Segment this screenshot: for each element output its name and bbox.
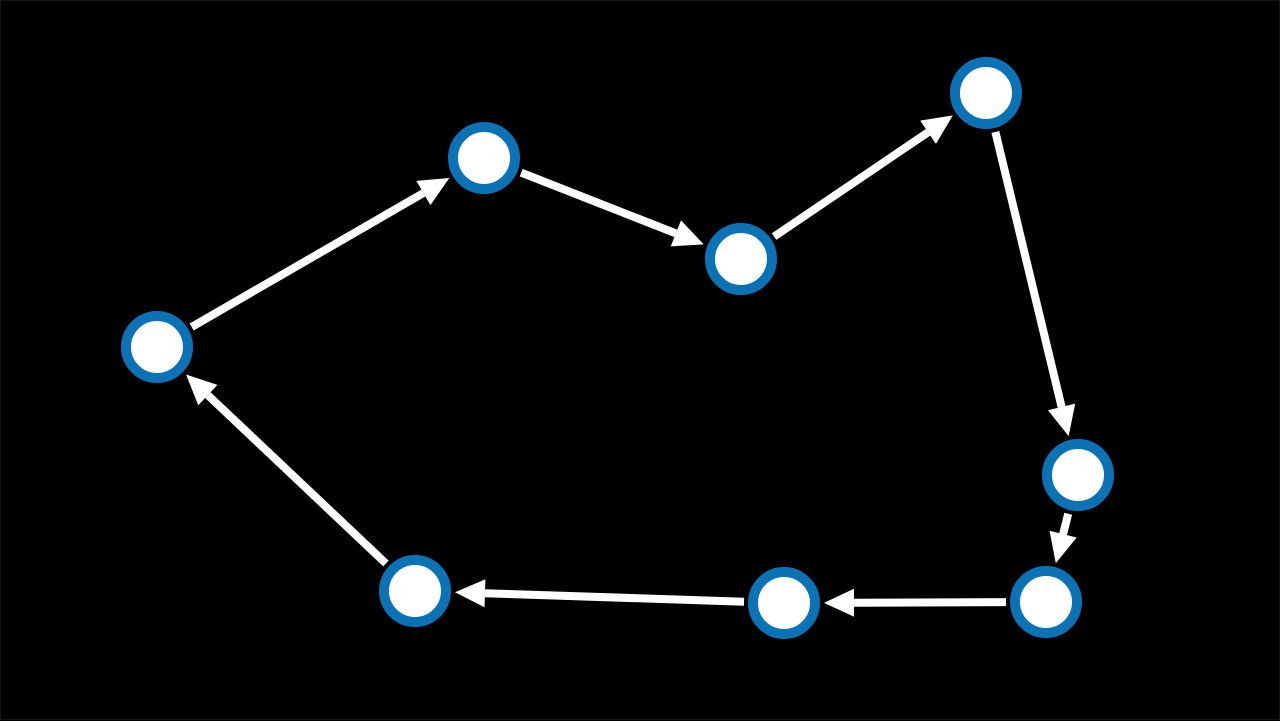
graph-node[interactable] <box>1042 439 1114 511</box>
graph-node-circle <box>705 223 777 295</box>
edges-layer <box>186 115 1077 617</box>
graph-edge-line <box>991 130 1066 408</box>
graph-edge-arrowhead-icon <box>1049 530 1077 564</box>
graph-edge-arrowhead-icon <box>670 220 704 247</box>
graph-node-circle <box>379 555 451 627</box>
graph-node-circle <box>1010 566 1082 638</box>
graph-node[interactable] <box>748 567 820 639</box>
nodes-layer <box>121 57 1114 639</box>
graph-edge-arrowhead-icon <box>823 588 855 617</box>
graph-edge-line <box>771 128 931 240</box>
graph-edge-arrowhead-icon <box>920 115 953 144</box>
graph-edge-arrowhead-icon <box>186 374 218 406</box>
graph-node[interactable] <box>950 57 1022 129</box>
graph-node[interactable] <box>448 122 520 194</box>
graph-edge-arrowhead-icon <box>454 579 486 608</box>
graph-edge-line <box>205 392 389 567</box>
graph-node[interactable] <box>1010 566 1082 638</box>
graph-edge-line <box>853 598 1007 607</box>
graph-edge[interactable] <box>771 115 953 240</box>
graph-edge[interactable] <box>454 579 745 608</box>
graph-node-circle <box>448 122 520 194</box>
graph-edge[interactable] <box>186 374 389 567</box>
graph-edge[interactable] <box>519 168 704 247</box>
graph-node[interactable] <box>379 555 451 627</box>
graph-edge[interactable] <box>823 588 1007 617</box>
graph-edge-line <box>484 589 745 606</box>
graph-node-circle <box>1042 439 1114 511</box>
graph-edge[interactable] <box>991 130 1076 437</box>
graph-edge[interactable] <box>189 178 450 331</box>
graph-edge-arrowhead-icon <box>1047 403 1076 437</box>
graph-node[interactable] <box>121 311 193 383</box>
graph-edge[interactable] <box>1049 512 1077 564</box>
graph-edge-line <box>189 189 426 331</box>
graph-node-circle <box>950 57 1022 129</box>
graph-edge-line <box>519 168 678 238</box>
graph-edge-arrowhead-icon <box>416 178 450 206</box>
graph-node-circle <box>121 311 193 383</box>
graph-edge-line <box>1059 512 1073 536</box>
graph-node-circle <box>748 567 820 639</box>
graph-node[interactable] <box>705 223 777 295</box>
